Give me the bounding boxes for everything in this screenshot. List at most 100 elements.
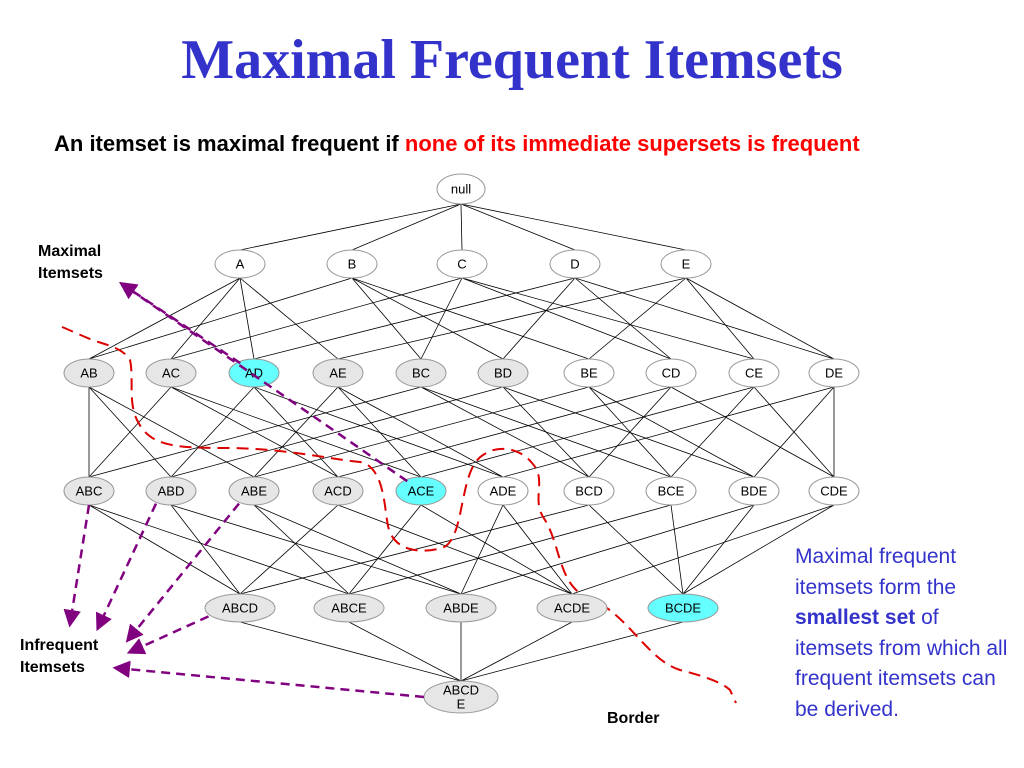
- itemset-node-abc: ABC: [63, 476, 115, 506]
- lattice-edge: [348, 504, 672, 595]
- node-label: AB: [80, 366, 97, 381]
- node-ellipse: [228, 476, 280, 506]
- node-ellipse: [563, 476, 615, 506]
- node-ellipse: [395, 476, 447, 506]
- node-ellipse: [563, 358, 615, 388]
- lattice-edge: [253, 504, 462, 595]
- lattice-edge: [337, 386, 422, 478]
- lattice-edge: [461, 277, 672, 360]
- lattice-edge: [88, 386, 422, 478]
- lattice-edge: [170, 277, 463, 360]
- lattice-edge: [253, 504, 350, 595]
- itemset-node-ad: AD: [228, 358, 280, 388]
- node-label: B: [348, 257, 357, 272]
- lattice-edge: [239, 621, 462, 682]
- node-ellipse: [326, 249, 378, 279]
- node-label: ABCD: [443, 683, 479, 698]
- node-ellipse: [645, 358, 697, 388]
- infrequent-arrow-abcde: [112, 660, 425, 699]
- lattice-edge: [170, 386, 255, 478]
- lattice-edge: [682, 504, 835, 595]
- lattice-edge: [170, 277, 241, 360]
- itemset-node-abde: ABDE: [425, 593, 497, 623]
- node-ellipse: [63, 358, 115, 388]
- lattice-edge: [682, 504, 755, 595]
- itemset-node-bce: BCE: [645, 476, 697, 506]
- lattice-edge: [460, 203, 463, 251]
- lattice-edge: [502, 386, 755, 478]
- node-label: CDE: [820, 484, 848, 499]
- itemset-node-cde: CDE: [808, 476, 860, 506]
- node-ellipse: [436, 249, 488, 279]
- definition-text: An itemset is maximal frequent if none o…: [54, 128, 954, 160]
- itemset-node-abce: ABCE: [313, 593, 385, 623]
- definition-emphasis: none of its immediate supersets is frequ…: [404, 131, 860, 156]
- node-label: E: [457, 697, 466, 712]
- node-label: ABC: [76, 484, 103, 499]
- node-label: CD: [662, 366, 681, 381]
- lattice-edge: [460, 504, 755, 595]
- itemset-node-e: E: [660, 249, 712, 279]
- lattice-edge: [420, 277, 463, 360]
- lattice-edge: [588, 386, 672, 478]
- lattice-edge: [685, 277, 755, 360]
- node-ellipse: [214, 249, 266, 279]
- slide-title: Maximal Frequent Itemsets: [181, 29, 843, 91]
- lattice-edge: [337, 386, 672, 478]
- itemset-node-a: A: [214, 249, 266, 279]
- lattice-edge: [351, 277, 590, 360]
- node-label: ABE: [241, 484, 267, 499]
- node-ellipse: [395, 358, 447, 388]
- lattice-edge: [348, 504, 422, 595]
- itemset-node-bcd: BCD: [563, 476, 615, 506]
- lattice-edge: [753, 386, 835, 478]
- node-ellipse: [808, 476, 860, 506]
- node-label: null: [451, 182, 471, 197]
- lattice-edge: [239, 504, 339, 595]
- lattice-edge: [588, 277, 687, 360]
- node-label: E: [682, 257, 691, 272]
- lattice-edge: [670, 386, 835, 478]
- lattice-edge: [574, 277, 835, 360]
- lattice-edge: [337, 277, 687, 360]
- lattice-edge: [351, 277, 422, 360]
- itemset-node-c: C: [436, 249, 488, 279]
- maximal-label-line-2: Itemsets: [38, 265, 103, 282]
- maximal-label-line-1: Maximal: [38, 243, 102, 260]
- node-ellipse: [549, 249, 601, 279]
- node-label: BCD: [575, 484, 602, 499]
- itemset-node-bc: BC: [395, 358, 447, 388]
- lattice-edge: [170, 386, 504, 478]
- node-label: CE: [745, 366, 763, 381]
- lattice-edge: [670, 386, 755, 478]
- node-label: BCE: [658, 484, 685, 499]
- node-label: ABD: [158, 484, 185, 499]
- lattice-edge: [588, 504, 684, 595]
- lattice-edge: [502, 504, 573, 595]
- lattice-edge: [88, 277, 353, 360]
- node-ellipse: [425, 593, 497, 623]
- maximal-itemsets-label: Maximal Itemsets: [38, 241, 103, 285]
- lattice-edge: [88, 277, 241, 360]
- node-label: BDE: [741, 484, 768, 499]
- lattice-edge: [351, 203, 462, 251]
- lattice-edge: [420, 504, 573, 595]
- node-label: BE: [580, 366, 598, 381]
- infrequent-arrow-abc: [63, 504, 91, 628]
- note-after: of itemsets from which all frequent item…: [795, 606, 1008, 721]
- itemset-node-abd: ABD: [145, 476, 197, 506]
- lattice-edge: [670, 504, 684, 595]
- node-label: BC: [412, 366, 430, 381]
- lattice-edge: [420, 386, 755, 478]
- itemset-node-ce: CE: [728, 358, 780, 388]
- itemset-node-be: BE: [563, 358, 615, 388]
- node-ellipse: [313, 593, 385, 623]
- node-label: BD: [494, 366, 512, 381]
- node-ellipse: [436, 173, 486, 205]
- node-ellipse: [145, 476, 197, 506]
- lattice-edge: [170, 504, 241, 595]
- node-label: C: [457, 257, 466, 272]
- node-ellipse: [536, 593, 608, 623]
- node-label: DE: [825, 366, 843, 381]
